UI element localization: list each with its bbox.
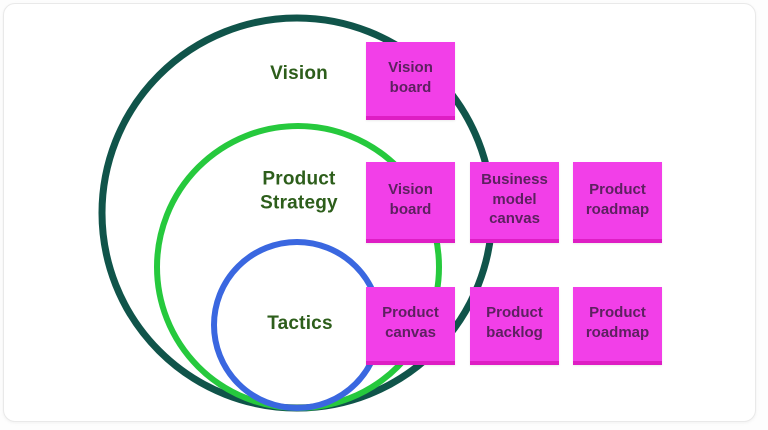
sticky-vision-board-top: Vision board [366, 42, 455, 120]
product-strategy-ring-label: Product Strategy [260, 168, 338, 214]
sticky-vision-board-strategy: Vision board [366, 162, 455, 243]
sticky-product-roadmap-strategy: Product roadmap [573, 162, 662, 243]
sticky-product-canvas: Product canvas [366, 287, 455, 365]
sticky-product-backlog: Product backlog [470, 287, 559, 365]
tactics-ring-label: Tactics [267, 312, 333, 334]
sticky-business-model-canvas: Business model canvas [470, 162, 559, 243]
sticky-product-roadmap-tactics: Product roadmap [573, 287, 662, 365]
vision-ring-label: Vision [270, 62, 328, 84]
